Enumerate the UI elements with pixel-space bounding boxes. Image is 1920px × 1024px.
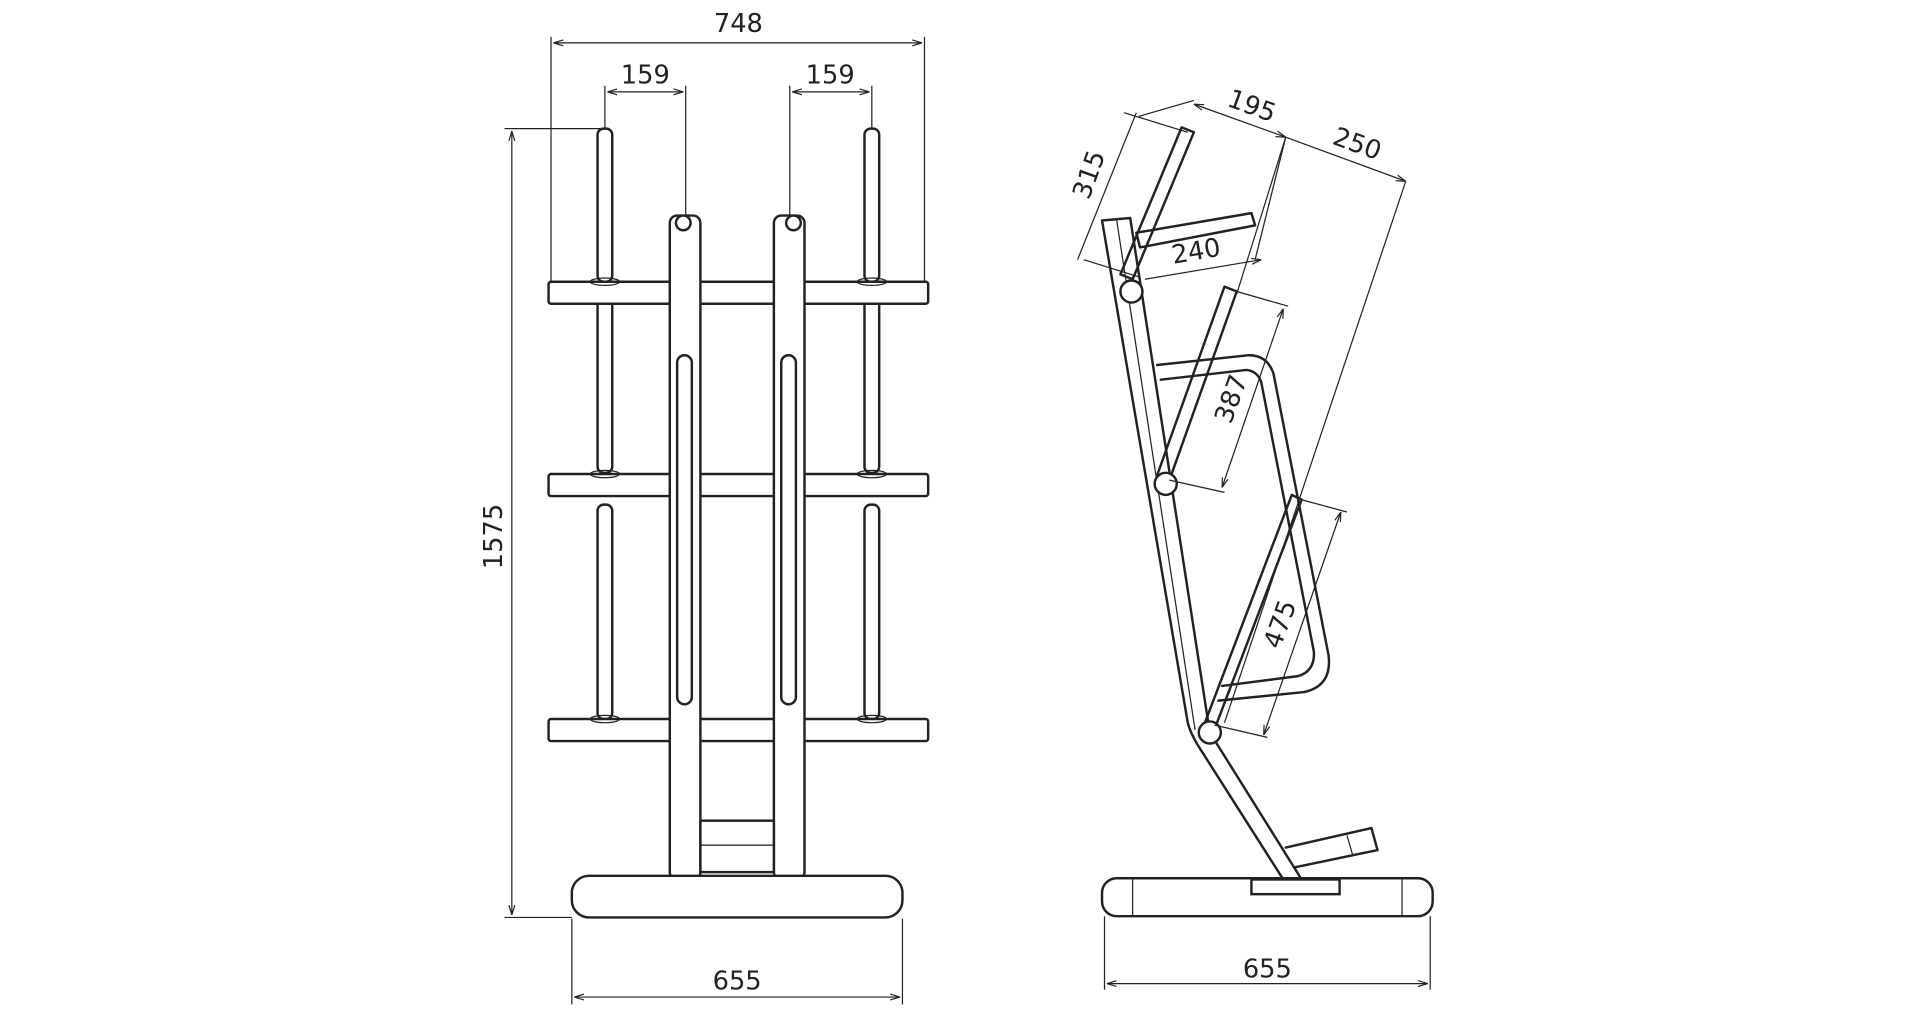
side-dimension-lines: [1076, 99, 1431, 990]
dim-base-width: 655: [713, 967, 762, 997]
base: [570, 874, 904, 919]
top-peg: [1119, 126, 1196, 281]
rear-foot: [1284, 826, 1379, 869]
dimension-lines: [504, 36, 926, 1005]
dim-peg-spacing-right: 159: [806, 60, 855, 90]
front-view: 748 159 159 1575 655: [479, 9, 930, 1005]
dim-side-base-length: 655: [1243, 954, 1292, 984]
dim-overall-height: 1575: [479, 504, 509, 569]
crossbars: [547, 277, 930, 743]
top-arm: [1135, 211, 1257, 249]
main-post: [1100, 216, 1303, 881]
dim-top-peg-length: 315: [1067, 147, 1112, 203]
dim-top-arm-length: 240: [1169, 233, 1223, 271]
dim-peg-spacing-left: 159: [621, 60, 670, 90]
side-view: 195 250 315 240 387 475 655: [1067, 84, 1434, 990]
dim-middle-peg-length: 387: [1209, 371, 1254, 427]
uprights: [668, 214, 806, 881]
dim-upper-span: 250: [1329, 122, 1385, 167]
dim-top-offset: 195: [1224, 84, 1280, 129]
pegs: [596, 127, 881, 721]
dim-lower-peg-length: 475: [1258, 596, 1303, 652]
dim-overall-width: 748: [714, 9, 763, 39]
